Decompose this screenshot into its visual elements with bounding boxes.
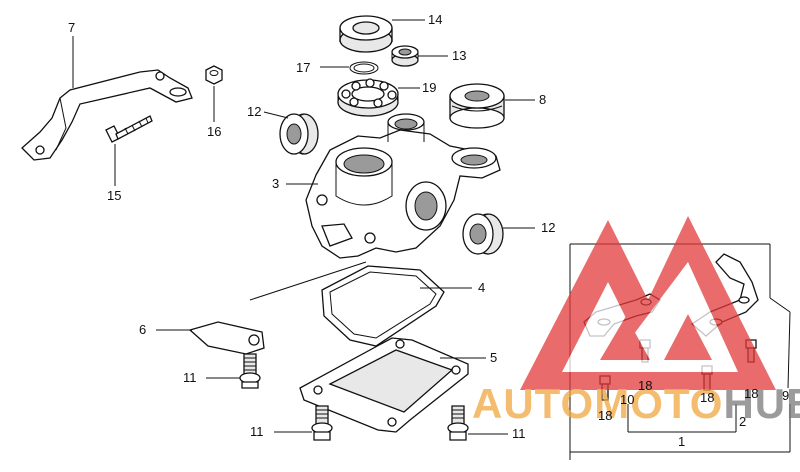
callout-16: 16	[207, 124, 221, 139]
callout-1: 1	[678, 434, 685, 449]
callout-9: 9	[782, 388, 789, 403]
callout-17: 17	[296, 60, 310, 75]
callout-5: 5	[490, 350, 497, 365]
part-6-plate	[188, 321, 265, 355]
watermark-logo: AUTOMOTOHUB	[472, 216, 800, 427]
part-13-collar	[391, 45, 419, 67]
part-15-bolt	[105, 115, 153, 143]
callout-15: 15	[107, 188, 121, 203]
part-12-seal-left	[279, 113, 319, 155]
part-8-rubber-mount	[449, 83, 505, 129]
callout-11-b: 11	[250, 424, 264, 439]
callout-12-right: 12	[541, 220, 555, 235]
callout-18-c: 18	[700, 390, 714, 405]
part-11-bolt-b	[311, 405, 333, 441]
callout-18-a: 18	[638, 378, 652, 393]
part-7-bracket	[21, 69, 193, 161]
watermark-text-moto: MOTO	[594, 380, 723, 427]
callout-13: 13	[452, 48, 466, 63]
callout-18-b: 18	[598, 408, 612, 423]
callout-10: 10	[620, 392, 634, 407]
part-5-cover	[299, 337, 469, 433]
callout-4: 4	[478, 280, 485, 295]
callout-11-c: 11	[512, 426, 526, 441]
part-12-seal-right	[462, 213, 504, 255]
part-14-seal	[339, 15, 393, 53]
callout-6: 6	[139, 322, 146, 337]
part-11-bolt-c	[447, 405, 469, 441]
callout-14: 14	[428, 12, 442, 27]
callout-12-left: 12	[247, 104, 261, 119]
watermark-text-auto: AUTO	[472, 380, 594, 427]
callout-3: 3	[272, 176, 279, 191]
part-17-circlip	[349, 61, 379, 75]
callout-11-a: 11	[183, 370, 197, 385]
watermark-triangle-core	[600, 314, 712, 360]
callout-18-d: 18	[744, 386, 758, 401]
part-19-bearing	[337, 78, 399, 117]
watermark-text-hub: HUB	[723, 380, 800, 427]
part-11-bolt-a	[239, 353, 261, 389]
part-16-nut	[205, 65, 223, 85]
part-4-gasket	[321, 265, 445, 347]
callout-7: 7	[68, 20, 75, 35]
svg-text:AUTOMOTOHUB: AUTOMOTOHUB	[472, 380, 800, 427]
part-3-housing	[305, 113, 501, 259]
callout-8: 8	[539, 92, 546, 107]
callout-2: 2	[739, 414, 746, 429]
callout-19: 19	[422, 80, 436, 95]
